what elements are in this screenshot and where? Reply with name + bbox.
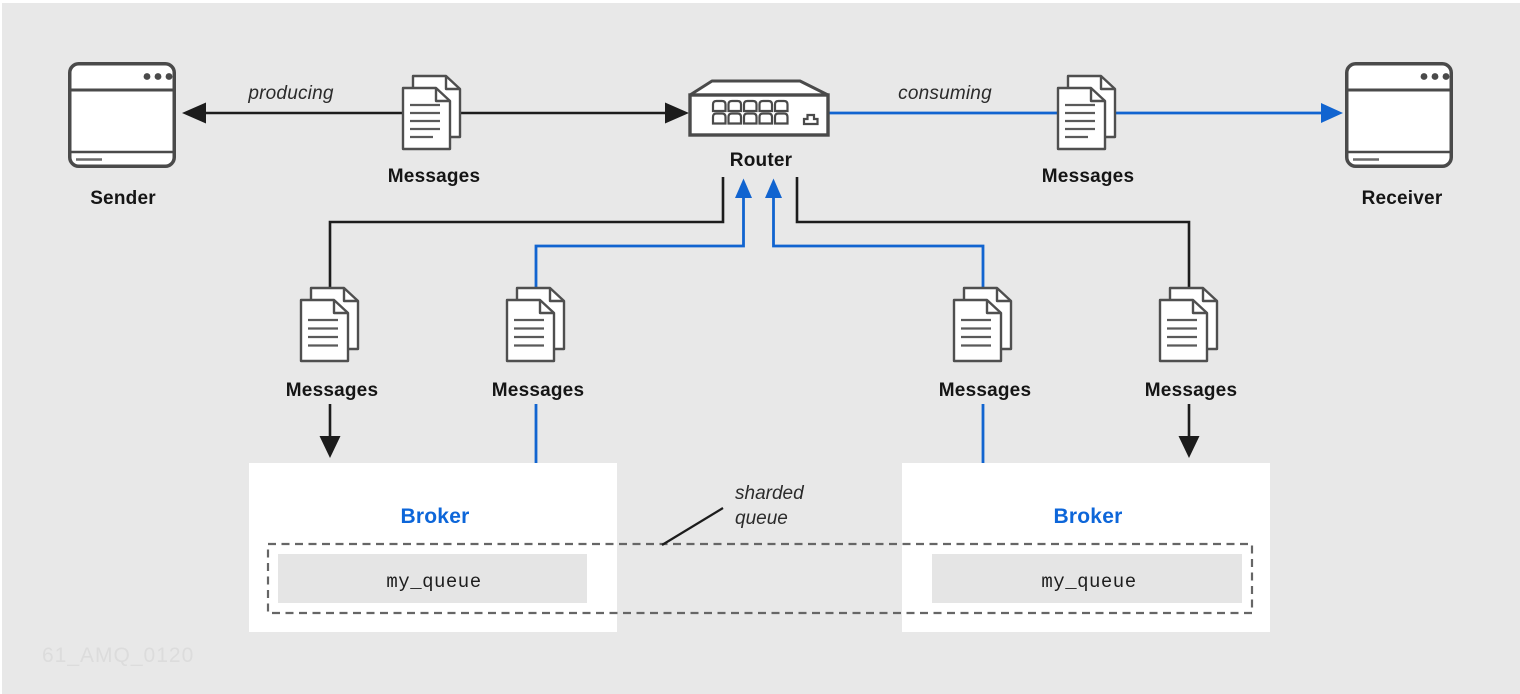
broker-left-box (249, 463, 617, 632)
messages-mid2-icon (507, 288, 564, 361)
router-to-messages1-line (328, 177, 725, 289)
messages-mid2-label: Messages (491, 380, 585, 401)
my-queue-right-label: my_queue (1041, 571, 1137, 593)
watermark-label: 61_AMQ_0120 (42, 644, 195, 667)
messages-mid1-label: Messages (285, 380, 379, 401)
consuming-label: consuming (898, 83, 992, 104)
messages4-to-broker-arrow (1178, 404, 1200, 458)
messages-mid4-icon (1160, 288, 1217, 361)
messages-top-left-label: Messages (387, 166, 481, 187)
sharded-queue-label: sharded queue (735, 481, 804, 531)
broker-right-label: Broker (1053, 505, 1123, 528)
sharded-queue-line2: queue (735, 508, 788, 530)
messages1-to-broker-arrow (319, 404, 341, 458)
my-queue-left-box (278, 554, 587, 603)
uplink-port-icon (802, 113, 819, 126)
messages-mid4-label: Messages (1144, 380, 1238, 401)
broker-right-box (902, 463, 1270, 632)
producing-label: producing (248, 83, 334, 104)
messages-top-right-icon (1058, 76, 1115, 149)
router-to-messages4-line (795, 177, 1191, 289)
sharded-queue-line1: sharded (735, 483, 804, 504)
sharded-queue-pointer-line (661, 507, 724, 546)
messages-mid3-icon (954, 288, 1011, 361)
my-queue-left-label: my_queue (386, 571, 482, 593)
messages-top-left-icon (403, 76, 460, 149)
broker-left-label: Broker (400, 505, 470, 528)
my-queue-right-box (932, 554, 1242, 603)
sender-window-icon (68, 62, 176, 168)
receiver-label: Receiver (1361, 188, 1443, 209)
sharded-queue-dashed-box (266, 542, 1254, 615)
messages-mid3-label: Messages (938, 380, 1032, 401)
messages2-to-router-arrow (534, 178, 752, 289)
router-label: Router (729, 150, 793, 171)
messages-mid1-icon (301, 288, 358, 361)
messages3-to-router-arrow (765, 178, 985, 289)
sender-label: Sender (90, 188, 156, 209)
router-icon (688, 79, 830, 137)
receiver-window-icon (1345, 62, 1453, 168)
messages-top-right-label: Messages (1041, 166, 1135, 187)
